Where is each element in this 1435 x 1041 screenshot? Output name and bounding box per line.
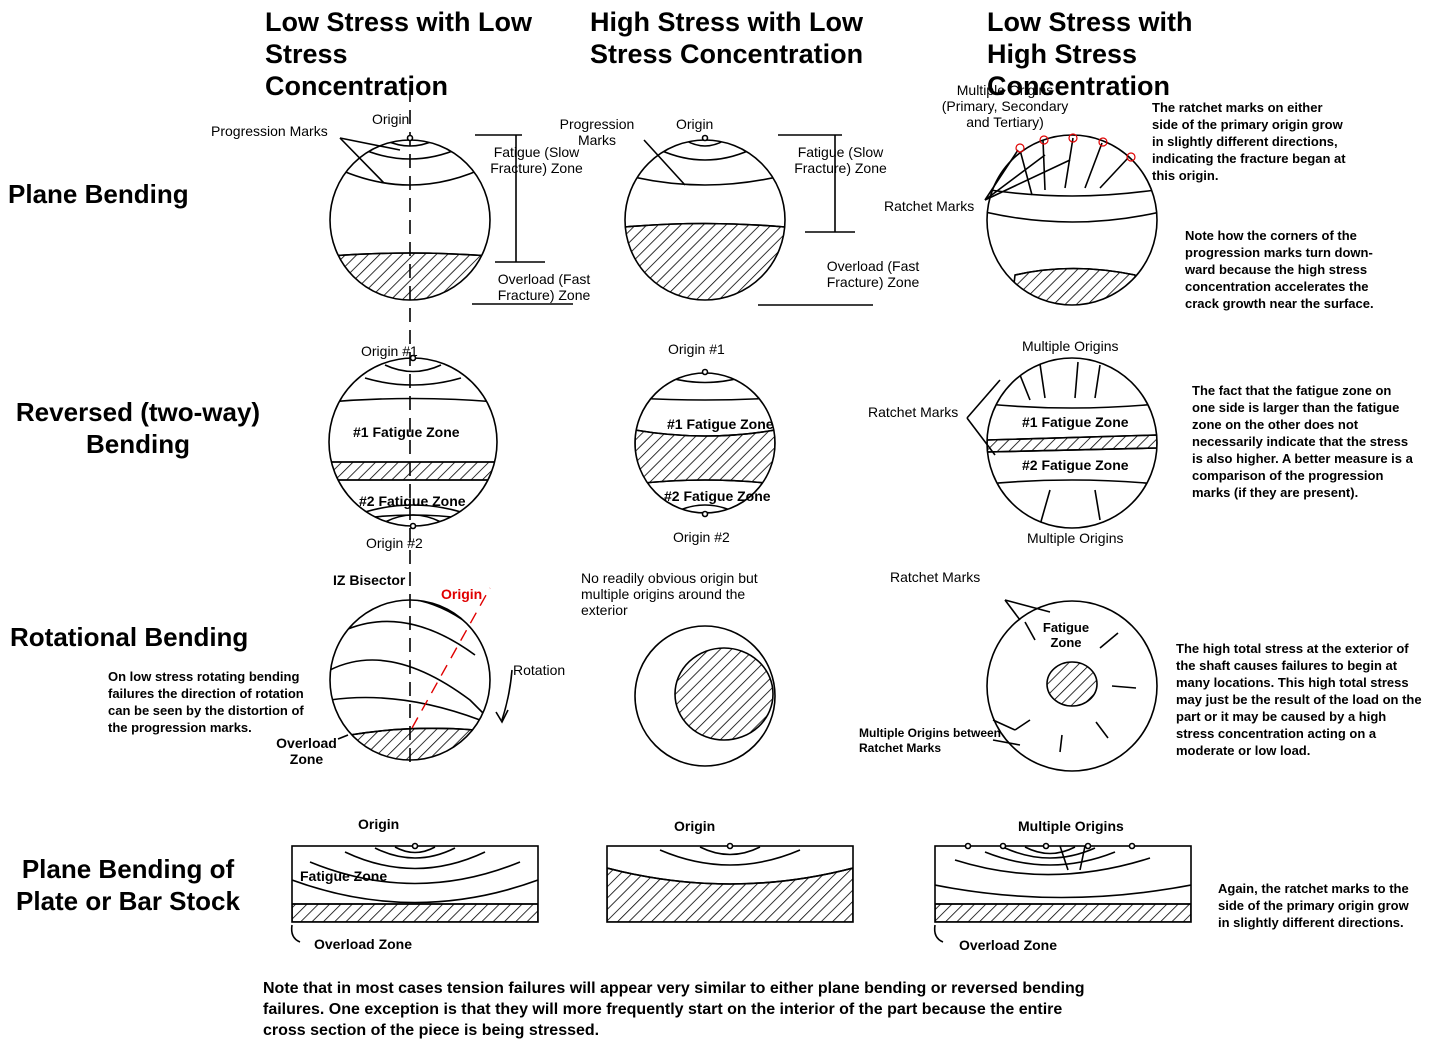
note-again-ratchet: Again, the ratchet marks to the side of … [1218, 881, 1409, 930]
note-ratchet-primary: The ratchet marks on either side of the … [1152, 100, 1346, 183]
label-progression-marks: Progression Marks [559, 116, 635, 149]
label-overload-zone: Overload Zone [276, 735, 337, 768]
plate-bending-low-high [933, 842, 1192, 943]
label-rotation: Rotation [513, 662, 566, 678]
row-header-plate-bending: Plane Bending of Plate or Bar Stock [16, 854, 240, 916]
row-header-reversed-bending: Reversed (two-way) Bending [15, 397, 261, 459]
label-fatigue-zone-1: #1 Fatigue Zone [1022, 414, 1129, 430]
label-multiple-origins: Multiple Origins [1027, 530, 1124, 546]
label-multiple-origins-psd: Multiple Origins (Primary, Secondary and… [941, 82, 1069, 131]
label-fatigue-zone-2: #2 Fatigue Zone [1022, 457, 1129, 473]
reversed-bending-low-high [966, 357, 1158, 529]
reversed-bending-high-low [634, 368, 776, 518]
note-rotation: On low stress rotating bending failures … [108, 669, 304, 735]
note-corners: Note how the corners of the progression … [1185, 228, 1374, 311]
column-header-high-low: High Stress with Low Stress Concentratio… [590, 7, 864, 69]
label-fatigue-zone-1: #1 Fatigue Zone [353, 424, 460, 440]
label-fatigue-zone: Fatigue Zone [300, 868, 388, 884]
label-origin-1: Origin #1 [361, 343, 418, 359]
plane-bending-high-low [624, 134, 873, 306]
label-fatigue-slow: Fatigue (Slow Fracture) Zone [490, 144, 583, 177]
label-origin: Origin [372, 111, 410, 127]
label-origin: Origin [674, 818, 716, 834]
label-fatigue-slow: Fatigue (Slow Fracture) Zone [794, 144, 887, 177]
column-header-low-low: Low Stress with Low Stress Concentration [265, 7, 533, 101]
label-origin-2: Origin #2 [673, 529, 730, 545]
label-ratchet-marks: Ratchet Marks [868, 404, 959, 420]
label-multiple-origins: Multiple Origins [1018, 818, 1124, 834]
rotational-bending-low-low [329, 587, 513, 761]
label-origin: Origin [358, 816, 400, 832]
label-fatigue-zone-2: #2 Fatigue Zone [359, 493, 466, 509]
label-fatigue-zone-2: #2 Fatigue Zone [664, 488, 771, 504]
label-ratchet-marks: Ratchet Marks [890, 569, 981, 585]
label-origin-red: Origin [441, 586, 483, 602]
note-high-total-stress: The high total stress at the exterior of… [1176, 641, 1422, 758]
label-overload-zone: Overload Zone [959, 937, 1058, 953]
row-header-rotational-bending: Rotational Bending [10, 622, 249, 652]
rotational-bending-low-high [986, 599, 1158, 772]
label-overload-fast: Overload (Fast Fracture) Zone [497, 271, 591, 304]
label-multiple-origins: Multiple Origins [1022, 338, 1119, 354]
label-overload-fast: Overload (Fast Fracture) Zone [826, 258, 920, 291]
note-fatigue-side: The fact that the fatigue zone on one si… [1192, 383, 1413, 500]
plane-bending-low-high [984, 133, 1158, 306]
plate-bending-high-low [606, 842, 854, 923]
label-origin-2: Origin #2 [366, 535, 423, 551]
label-multiple-origins-between: Multiple Origins between Ratchet Marks [859, 726, 1002, 755]
column-header-low-high: Low Stress with High Stress Concentratio… [987, 7, 1193, 101]
label-iz-bisector: IZ Bisector [333, 572, 406, 588]
row-header-plane-bending: Plane Bending [8, 179, 189, 209]
label-fatigue-zone: Fatigue Zone [1042, 620, 1090, 650]
label-origin-1: Origin #1 [668, 341, 725, 357]
label-ratchet-marks: Ratchet Marks [884, 198, 975, 214]
label-overload-zone: Overload Zone [314, 936, 413, 952]
label-no-origin: No readily obvious origin but multiple o… [581, 570, 758, 619]
label-origin: Origin [676, 116, 714, 132]
rotational-bending-high-low [634, 625, 776, 767]
footer-note: Note that in most cases tension failures… [263, 980, 1085, 1039]
label-fatigue-zone-1: #1 Fatigue Zone [667, 416, 774, 432]
plate-bending-low-low [290, 842, 539, 943]
label-progression-marks: Progression Marks [211, 123, 328, 139]
